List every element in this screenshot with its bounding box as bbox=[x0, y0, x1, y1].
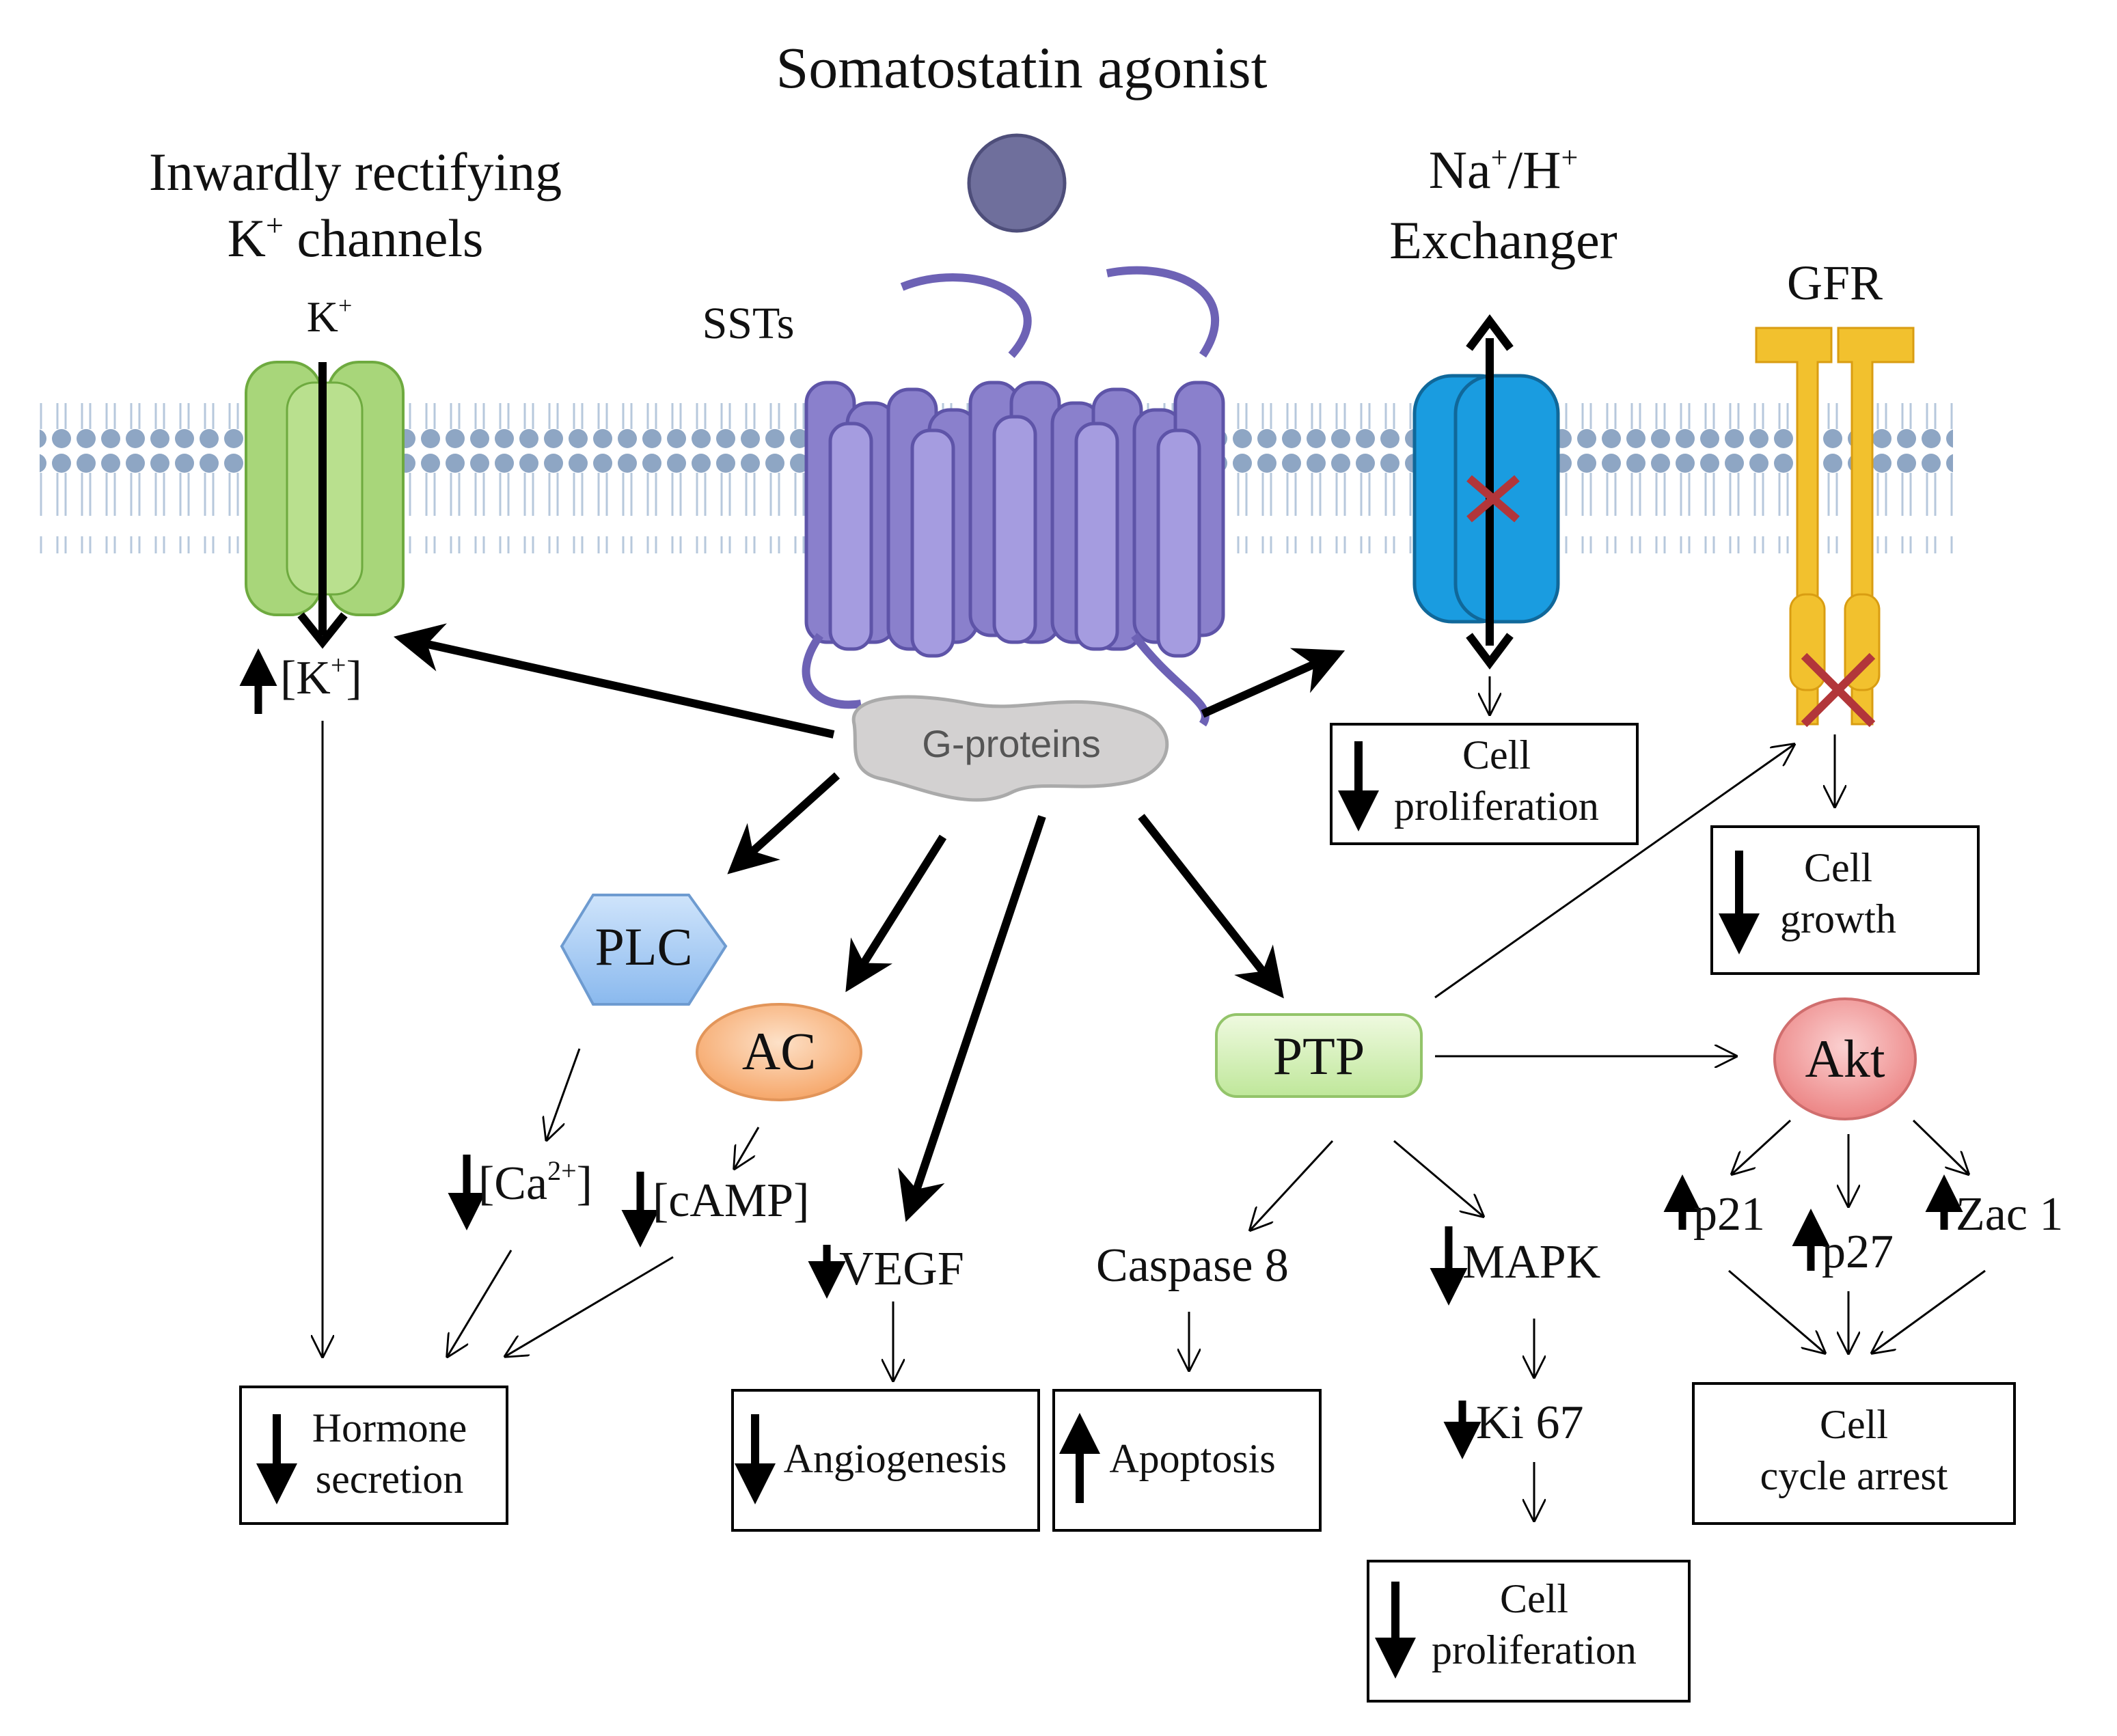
arrow-akt-to-p21 bbox=[1732, 1119, 1792, 1174]
p27-label: p27 bbox=[1822, 1226, 1894, 1278]
g-proteins-label: G-proteins bbox=[922, 722, 1100, 765]
na-h-exchanger-icon bbox=[1412, 314, 1560, 670]
cell-growth-line2: growth bbox=[1780, 896, 1896, 941]
k-channel-label-line2: K+ channels bbox=[228, 208, 484, 268]
proliferation-line1: Cell bbox=[1500, 1576, 1568, 1621]
plc-label: PLC bbox=[595, 917, 692, 976]
cell-growth-line1: Cell bbox=[1804, 845, 1872, 890]
arrow-gprotein-to-vegf bbox=[898, 815, 1046, 1222]
k-channel-icon bbox=[245, 361, 405, 649]
ptp-node bbox=[1215, 1013, 1423, 1098]
k-ion-label: K+ bbox=[307, 292, 353, 341]
zac1-label: Zac 1 bbox=[1956, 1188, 2063, 1241]
proliferation-line2: proliferation bbox=[1432, 1627, 1637, 1672]
arrow-camp-to-hormone bbox=[506, 1256, 674, 1356]
angiogenesis-label: Angiogenesis bbox=[784, 1436, 1007, 1481]
ssts-label: SSTs bbox=[702, 299, 795, 348]
camp-label: [cAMP] bbox=[653, 1174, 809, 1227]
cell-cycle-arrest-line2: cycle arrest bbox=[1760, 1453, 1948, 1498]
plc-node bbox=[560, 894, 728, 1006]
vegf-label: VEGF bbox=[839, 1243, 964, 1295]
hormone-line2: secretion bbox=[316, 1457, 464, 1502]
ac-label: AC bbox=[742, 1021, 816, 1081]
k-concentration-label: [K+] bbox=[280, 650, 362, 704]
k-channel-label-line1: Inwardly rectifying bbox=[149, 142, 562, 202]
arrow-plc-to-ca bbox=[547, 1048, 581, 1140]
na-h-exchanger-label-line2: Exchanger bbox=[1389, 210, 1617, 270]
hormone-line1: Hormone bbox=[312, 1405, 467, 1450]
g-proteins-shape bbox=[851, 695, 1169, 802]
ki67-label: Ki 67 bbox=[1476, 1396, 1584, 1449]
arrow-gprotein-to-plc bbox=[727, 772, 841, 874]
arrow-ptp-to-gfr bbox=[1434, 745, 1794, 999]
nhe-proliferation-box bbox=[1330, 723, 1639, 845]
gfr-receptor-icon bbox=[1755, 327, 1915, 728]
na-h-exchanger-label-line1: Na+/H+ bbox=[1429, 140, 1579, 199]
cell-cycle-arrest-box bbox=[1692, 1382, 2016, 1525]
nhe-proliferation-line2: proliferation bbox=[1394, 784, 1599, 829]
ssts-receptor-icon bbox=[802, 266, 1225, 727]
ac-node bbox=[696, 1003, 862, 1101]
arrow-gprotein-to-ptp bbox=[1138, 814, 1284, 999]
proliferation-box bbox=[1367, 1560, 1691, 1703]
arrow-akt-to-zac1 bbox=[1912, 1119, 1968, 1174]
ptp-label: PTP bbox=[1273, 1026, 1365, 1086]
mapk-label: MAPK bbox=[1462, 1236, 1600, 1289]
cell-cycle-arrest-line1: Cell bbox=[1820, 1402, 1888, 1447]
apoptosis-label: Apoptosis bbox=[1109, 1436, 1275, 1481]
arrow-p21-to-arrest bbox=[1728, 1269, 1825, 1353]
nhe-proliferation-line1: Cell bbox=[1462, 732, 1531, 777]
arrow-gprotein-to-kchannel bbox=[393, 623, 835, 739]
akt-node bbox=[1773, 997, 1917, 1120]
akt-label: Akt bbox=[1805, 1029, 1885, 1088]
diagram-title: Somatostatin agonist bbox=[776, 35, 1267, 100]
agonist-ligand-icon bbox=[967, 133, 1067, 233]
gfr-label: GFR bbox=[1787, 256, 1883, 310]
arrow-ptp-to-mapk bbox=[1393, 1140, 1483, 1216]
arrow-ac-to-camp bbox=[735, 1127, 760, 1168]
ca-label: [Ca2+] bbox=[478, 1155, 592, 1210]
arrow-ca-to-hormone bbox=[448, 1250, 513, 1356]
arrow-gprotein-to-nhe bbox=[1201, 648, 1346, 718]
arrow-gprotein-to-ac bbox=[845, 834, 947, 993]
p21-label: p21 bbox=[1693, 1188, 1765, 1241]
caspase-label: Caspase 8 bbox=[1096, 1239, 1289, 1292]
arrow-ptp-to-caspase bbox=[1251, 1140, 1334, 1230]
angiogenesis-box bbox=[731, 1389, 1040, 1532]
arrow-zac1-to-arrest bbox=[1872, 1269, 1986, 1353]
